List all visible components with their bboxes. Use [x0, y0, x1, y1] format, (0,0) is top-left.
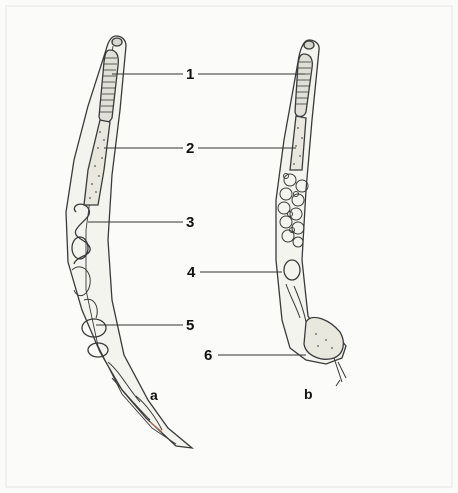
label-5: 5	[186, 317, 194, 334]
specimen-a-head	[112, 38, 122, 46]
panel-label-b: b	[304, 386, 313, 402]
label-1: 1	[186, 66, 194, 83]
specimen-b-head	[304, 41, 314, 49]
label-2: 2	[186, 140, 194, 157]
label-6: 6	[204, 347, 212, 364]
panel-label-a: a	[150, 387, 158, 403]
label-4: 4	[187, 264, 196, 281]
label-3: 3	[186, 214, 194, 231]
